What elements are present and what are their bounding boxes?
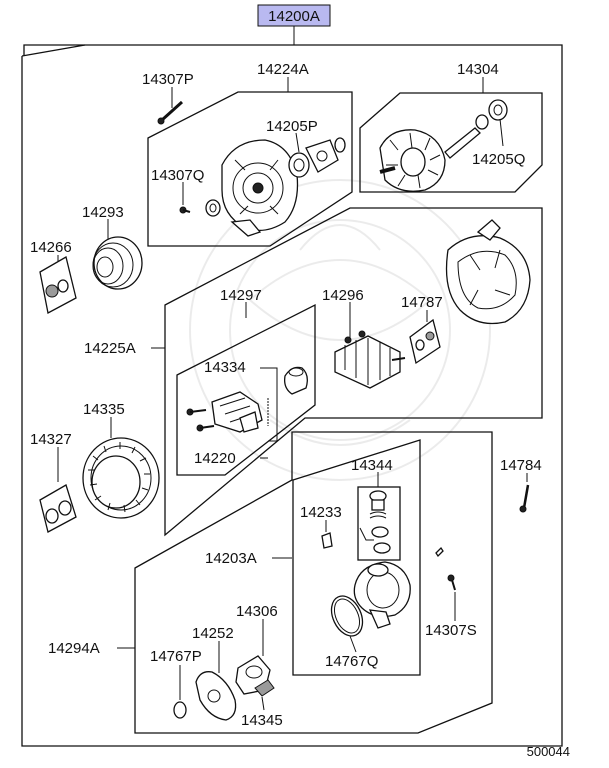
outer-frame-corner: [21, 44, 86, 57]
label-14233[interactable]: 14233: [300, 504, 342, 521]
rear-bracket-drawing[interactable]: [445, 219, 531, 325]
label-14205P[interactable]: 14205P: [266, 118, 318, 135]
label-14306[interactable]: 14306: [236, 603, 278, 620]
label-14220[interactable]: 14220: [194, 450, 236, 467]
front-bracket-drawing[interactable]: [221, 139, 299, 237]
o-ring-14767Q-drawing[interactable]: [325, 591, 368, 641]
plug-14233-drawing[interactable]: [321, 532, 333, 549]
pin-small-drawing[interactable]: [435, 546, 444, 558]
rear-cover-drawing[interactable]: [353, 561, 411, 629]
front-bracket-frame: [147, 91, 353, 247]
pulley-drawing[interactable]: [92, 236, 143, 290]
rotor-frame: [359, 92, 543, 193]
label-14224A[interactable]: 14224A: [257, 61, 309, 78]
bolt-14307S-drawing[interactable]: [447, 574, 456, 591]
stator-drawing[interactable]: [82, 437, 160, 519]
assembly-part-number: 14200A: [268, 8, 320, 25]
lower-group-frame: [134, 431, 493, 734]
label-14205Q[interactable]: 14205Q: [472, 151, 525, 168]
label-14266[interactable]: 14266: [30, 239, 72, 256]
brush-set-drawing[interactable]: [359, 490, 391, 554]
label-14203A[interactable]: 14203A: [205, 550, 257, 567]
seal-14327-drawing[interactable]: [39, 484, 77, 533]
label-14344[interactable]: 14344: [351, 457, 393, 474]
label-14307S[interactable]: 14307S: [425, 622, 477, 639]
regulator-frame: [176, 303, 316, 476]
bearing-14205P-drawing[interactable]: [288, 137, 346, 178]
insulator-14345-drawing[interactable]: [254, 679, 275, 697]
nut-14266-drawing[interactable]: [39, 256, 77, 314]
label-14767Q[interactable]: 14767Q: [325, 653, 378, 670]
leader-lines: [57, 77, 528, 711]
o-ring-14767P-drawing[interactable]: [173, 701, 187, 719]
bolt-14784-drawing[interactable]: [519, 484, 530, 513]
label-14304[interactable]: 14304: [457, 61, 499, 78]
label-14252[interactable]: 14252: [192, 625, 234, 642]
rotor-drawing[interactable]: [379, 99, 508, 192]
regulator-drawing[interactable]: [186, 391, 269, 433]
label-14294A[interactable]: 14294A: [48, 640, 100, 657]
terminal-14787-drawing[interactable]: [409, 318, 441, 365]
rear-group-frame: [164, 207, 543, 537]
part-labels: 14307P 14224A 14304 14205P 14307Q 14205Q…: [30, 61, 542, 729]
label-14767P[interactable]: 14767P: [150, 648, 202, 665]
label-14297[interactable]: 14297: [220, 287, 262, 304]
diagram-code: 500044: [527, 744, 570, 759]
label-14307P-top[interactable]: 14307P: [142, 71, 194, 88]
bolt-14307P-drawing[interactable]: [157, 100, 184, 125]
assembly-label[interactable]: 14200A: [257, 4, 331, 27]
label-14293[interactable]: 14293: [82, 204, 124, 221]
outer-frame: [21, 44, 563, 747]
label-14784[interactable]: 14784: [500, 457, 542, 474]
label-14345[interactable]: 14345: [241, 712, 283, 729]
brush-subframe: [357, 486, 401, 561]
label-14327[interactable]: 14327: [30, 431, 72, 448]
label-14296[interactable]: 14296: [322, 287, 364, 304]
label-14334[interactable]: 14334: [204, 359, 246, 376]
label-14225A[interactable]: 14225A: [84, 340, 136, 357]
bolt-14307Q-drawing[interactable]: [179, 199, 221, 217]
brush-holder-drawing[interactable]: [284, 366, 308, 395]
watermark-emblem: [189, 179, 491, 481]
rectifier-drawing[interactable]: [334, 330, 406, 389]
label-14335[interactable]: 14335: [83, 401, 125, 418]
cover-inner-frame: [292, 439, 421, 676]
label-14787[interactable]: 14787: [401, 294, 443, 311]
end-cover-drawing[interactable]: [195, 671, 237, 721]
label-14307Q[interactable]: 14307Q: [151, 167, 204, 184]
